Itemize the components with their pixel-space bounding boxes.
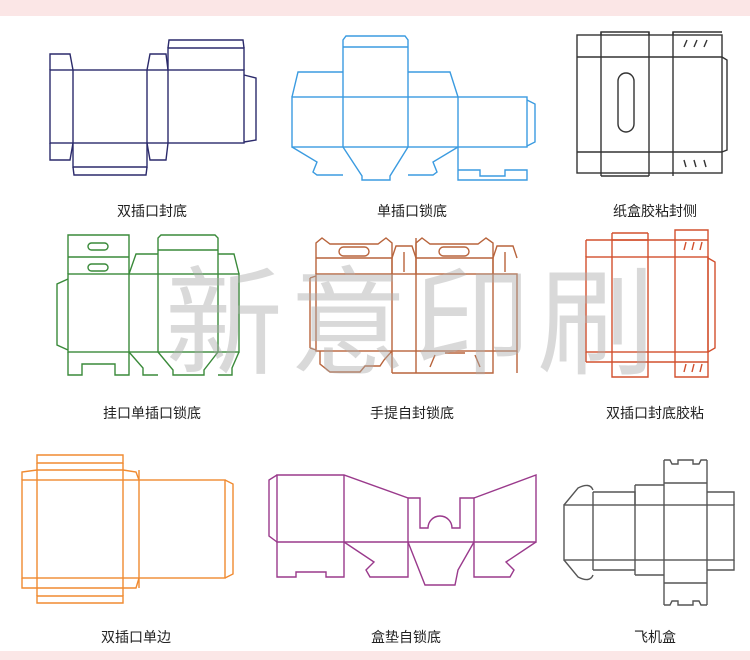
dieline-glued-side [576,31,728,177]
label-glued-side: 纸盒胶粘封侧 [613,204,697,220]
dieline-mailer-box [563,459,735,606]
label-hang-tab-lock-bottom: 挂口单插口锁底 [103,406,201,422]
dieline-handle-auto-lock [309,237,518,374]
label-double-tuck-glued: 双插口封底胶粘 [606,406,704,422]
label-mailer-box: 飞机盒 [634,630,676,646]
bottom-banner [0,651,750,660]
label-handle-auto-lock: 手提自封锁底 [370,406,454,422]
dieline-hang-tab-lock-bottom [56,234,240,376]
dieline-pad-auto-lock [268,473,537,586]
label-pad-auto-lock: 盒垫自锁底 [371,630,441,646]
dieline-double-tuck-bottom [49,39,257,176]
label-single-tuck-lock-bottom: 单插口锁底 [377,204,447,220]
dieline-double-tuck-glued [585,229,716,378]
dieline-double-tuck-single-side [21,454,234,604]
top-banner [0,0,750,16]
dieline-single-tuck-lock-bottom [291,35,536,181]
label-double-tuck-single-side: 双插口单边 [101,630,171,646]
label-double-tuck-bottom: 双插口封底 [117,204,187,220]
